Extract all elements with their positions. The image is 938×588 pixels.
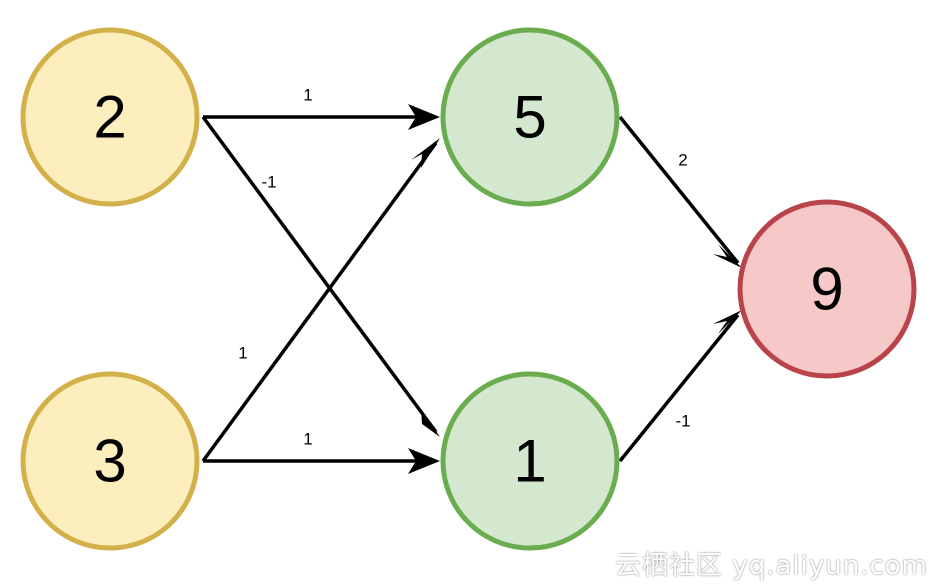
node-input-1-circle xyxy=(20,27,200,207)
node-hidden-2-circle xyxy=(440,371,620,551)
node-hidden-2-value: 1 xyxy=(513,428,546,495)
node-hidden-1: 5 xyxy=(440,27,620,207)
arrowhead-h2-out xyxy=(713,310,742,334)
edge-in1-h2 xyxy=(201,115,438,434)
watermark: 云栖社区 yq.aliyun.com xyxy=(615,551,928,581)
node-output-value: 9 xyxy=(810,256,843,323)
node-input-2-circle xyxy=(20,371,200,551)
weight-label-h2-out: -1 xyxy=(675,412,690,431)
arrowhead-in2-h2 xyxy=(408,448,440,474)
node-output-circle xyxy=(737,199,917,379)
edge-h1-out xyxy=(618,115,740,265)
node-hidden-1-circle xyxy=(440,27,620,207)
edges xyxy=(201,115,740,463)
node-input-2: 3 xyxy=(20,371,200,551)
weight-label-h1-out: 2 xyxy=(678,151,687,170)
weight-label-in2-h1: 1 xyxy=(238,344,247,363)
node-input-2-value: 3 xyxy=(93,428,126,495)
node-input-1-value: 2 xyxy=(93,84,126,151)
node-input-1: 2 xyxy=(20,27,200,207)
node-hidden-1-value: 5 xyxy=(513,84,546,151)
arrowhead-in1-h2 xyxy=(411,409,440,437)
arrowhead-in2-h1 xyxy=(411,138,440,168)
edge-h2-out xyxy=(618,313,740,463)
arrowheads xyxy=(408,104,742,474)
node-output: 9 xyxy=(737,199,917,379)
edge-in2-h1 xyxy=(201,141,438,463)
arrowhead-h1-out xyxy=(713,244,742,268)
arrowhead-in1-h1 xyxy=(408,104,440,130)
weight-label-in2-h2: 1 xyxy=(303,430,312,449)
node-hidden-2: 1 xyxy=(440,371,620,551)
weight-labels: 1 -1 1 1 2 -1 xyxy=(238,86,690,449)
weight-label-in1-h1: 1 xyxy=(303,86,312,105)
weight-label-in1-h2: -1 xyxy=(261,173,276,192)
